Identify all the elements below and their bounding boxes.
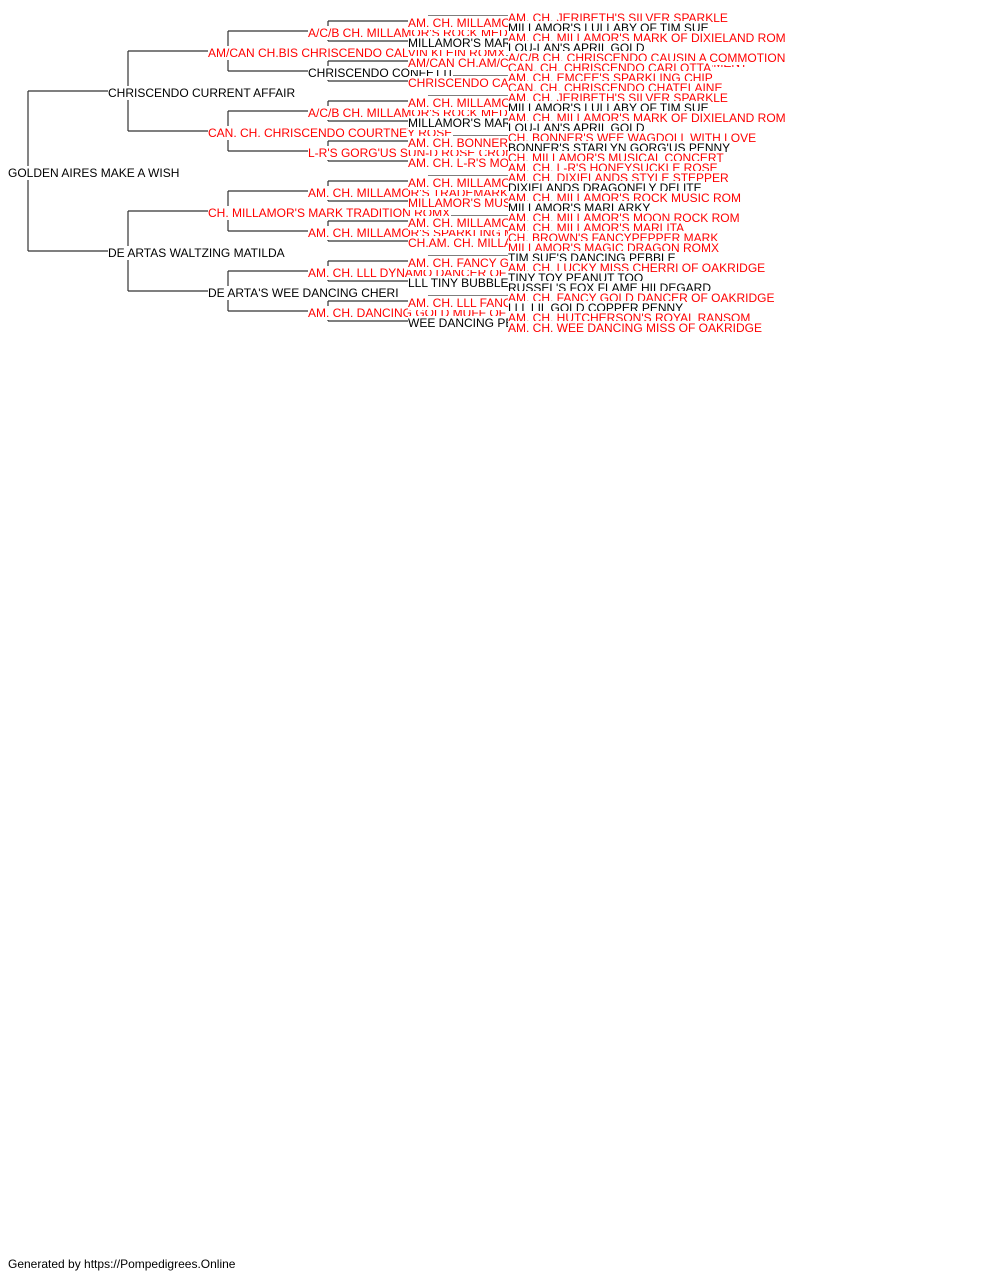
dam-name-gen1: DE ARTAS WALTZING MATILDA xyxy=(108,246,286,260)
dam-name-gen2: CAN. CH. CHRISCENDO COURTNEY ROSE xyxy=(208,126,454,140)
dam-name-gen5: AM. CH. WEE DANCING MISS OF OAKRIDGE xyxy=(508,321,764,335)
dam-name-gen2: DE ARTA'S WEE DANCING CHERI xyxy=(208,286,400,300)
generated-by-footer: Generated by https://Pompedigrees.Online xyxy=(8,1257,236,1271)
sire-name-gen1: CHRISCENDO CURRENT AFFAIR xyxy=(108,86,297,100)
sire-name-gen2: CH. MILLAMOR'S MARK TRADITION ROMX xyxy=(208,206,452,220)
subject-name: GOLDEN AIRES MAKE A WISH xyxy=(8,166,181,180)
